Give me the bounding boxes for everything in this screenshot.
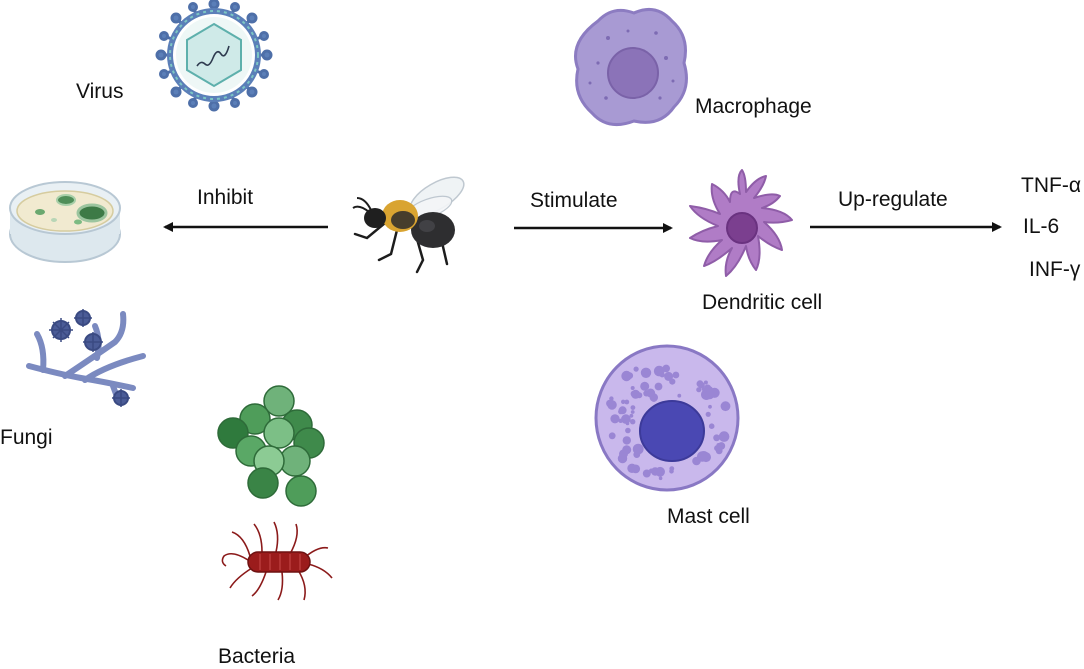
mast-cell-granule xyxy=(697,451,708,462)
mast-cell-granule xyxy=(630,419,636,425)
mast-cell-granule xyxy=(664,371,674,381)
mast-cell-granule xyxy=(718,431,730,442)
mast-cell-icon xyxy=(594,344,740,492)
mast-cell-granule xyxy=(621,414,631,424)
mast-cell-granule xyxy=(708,423,715,429)
mast-cell-granule xyxy=(640,367,652,378)
petri-dish-icon xyxy=(9,181,121,263)
mast-cell-granule xyxy=(655,466,665,477)
mast-cell-granule xyxy=(642,469,651,478)
mast-cell-granule xyxy=(713,434,720,442)
mast-cell-granule xyxy=(629,413,634,418)
mast-cell-granule xyxy=(633,366,639,372)
virus-label: Virus xyxy=(76,80,124,103)
up-regulate-label: Up-regulate xyxy=(838,188,948,211)
macrophage-icon xyxy=(574,7,688,127)
mast-cell-granule xyxy=(621,370,632,382)
mast-cell-granule xyxy=(610,414,620,424)
mast-cell-granule xyxy=(630,386,635,390)
mast-cell-granule xyxy=(714,445,721,452)
mast-cell-granule xyxy=(625,427,631,434)
bee-icon xyxy=(352,176,465,274)
mast-cell-granule xyxy=(630,410,635,414)
macrophage-label: Macrophage xyxy=(695,95,812,118)
mast-cell-label: Mast cell xyxy=(667,505,750,528)
mast-cell-granule xyxy=(606,399,614,408)
dendritic-cell-label: Dendritic cell xyxy=(702,291,823,314)
mast-cell-granule xyxy=(627,463,637,473)
cytokine-label-inf: INF-γ xyxy=(1029,258,1081,281)
virus-icon xyxy=(155,0,273,112)
mast-cell-granule xyxy=(622,436,631,445)
mast-cell-granule xyxy=(708,404,712,409)
mast-cell-granule xyxy=(636,392,643,399)
mast-cell-granule xyxy=(646,388,656,398)
bacteria-cluster-icon xyxy=(217,385,325,507)
mast-cell-granule xyxy=(709,387,720,398)
mast-cell-granule xyxy=(705,411,711,417)
stimulate-label: Stimulate xyxy=(530,189,618,212)
mast-cell-granule xyxy=(630,405,636,410)
mast-cell-granule xyxy=(618,409,624,415)
mast-cell-granule xyxy=(653,365,665,377)
cytokine-label-tnf: TNF-α xyxy=(1021,174,1081,197)
mast-cell-granule xyxy=(672,371,680,379)
bacillus-icon xyxy=(221,521,333,601)
mast-cell-granule xyxy=(669,469,674,474)
mast-cell-granule xyxy=(677,393,682,398)
mast-cell-granule xyxy=(624,399,630,405)
dendritic-cell-icon xyxy=(689,169,793,277)
mast-cell-granule xyxy=(658,476,663,481)
mast-cell-granule xyxy=(696,387,702,393)
mast-cell-granule xyxy=(621,399,626,404)
fungi-label: Fungi xyxy=(0,426,53,449)
inhibit-label: Inhibit xyxy=(197,186,254,209)
cytokine-label-il6: IL-6 xyxy=(1023,215,1060,238)
mast-cell-granule xyxy=(640,381,650,391)
mast-cell-granule xyxy=(701,387,706,392)
mast-cell-granule xyxy=(720,402,728,410)
mast-cell-granule xyxy=(625,421,630,426)
mast-cell-granule xyxy=(654,382,663,391)
fungal-hyphae-icon xyxy=(26,309,146,407)
mast-cell-granule xyxy=(696,380,704,388)
mast-cell-granule xyxy=(632,443,644,455)
mast-cell-granule xyxy=(630,390,637,397)
bacteria-label: Bacteria xyxy=(218,645,296,668)
mast-cell-granule xyxy=(608,432,616,440)
mast-cell-granule xyxy=(703,380,708,385)
mast-cell-granule xyxy=(619,449,628,459)
mast-cell-granule xyxy=(609,396,614,401)
